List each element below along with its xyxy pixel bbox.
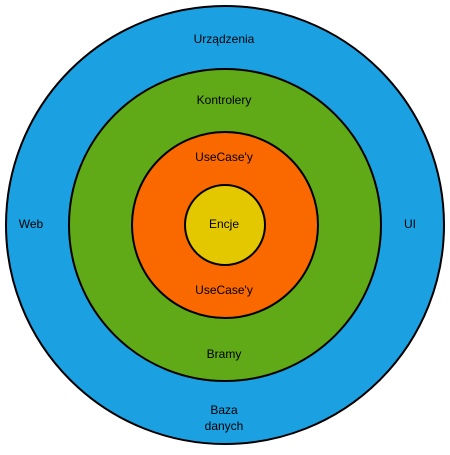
outer-ring-label-bottom-line1: Baza bbox=[210, 403, 238, 417]
core-circle bbox=[184, 184, 266, 266]
outer-ring-label-bottom-line2: danych bbox=[205, 419, 244, 433]
second-ring-label-bottom: Bramy bbox=[207, 347, 242, 361]
third-ring-label-bottom: UseCase'y bbox=[195, 283, 253, 297]
outer-ring-label-top: Urządzenia bbox=[194, 32, 255, 46]
outer-ring-label-right: UI bbox=[404, 217, 416, 231]
third-ring-label-top: UseCase'y bbox=[195, 150, 253, 164]
outer-ring-label-left: Web bbox=[19, 217, 44, 231]
core-label: Encje bbox=[209, 217, 239, 231]
second-ring-label-top: Kontrolery bbox=[197, 93, 252, 107]
